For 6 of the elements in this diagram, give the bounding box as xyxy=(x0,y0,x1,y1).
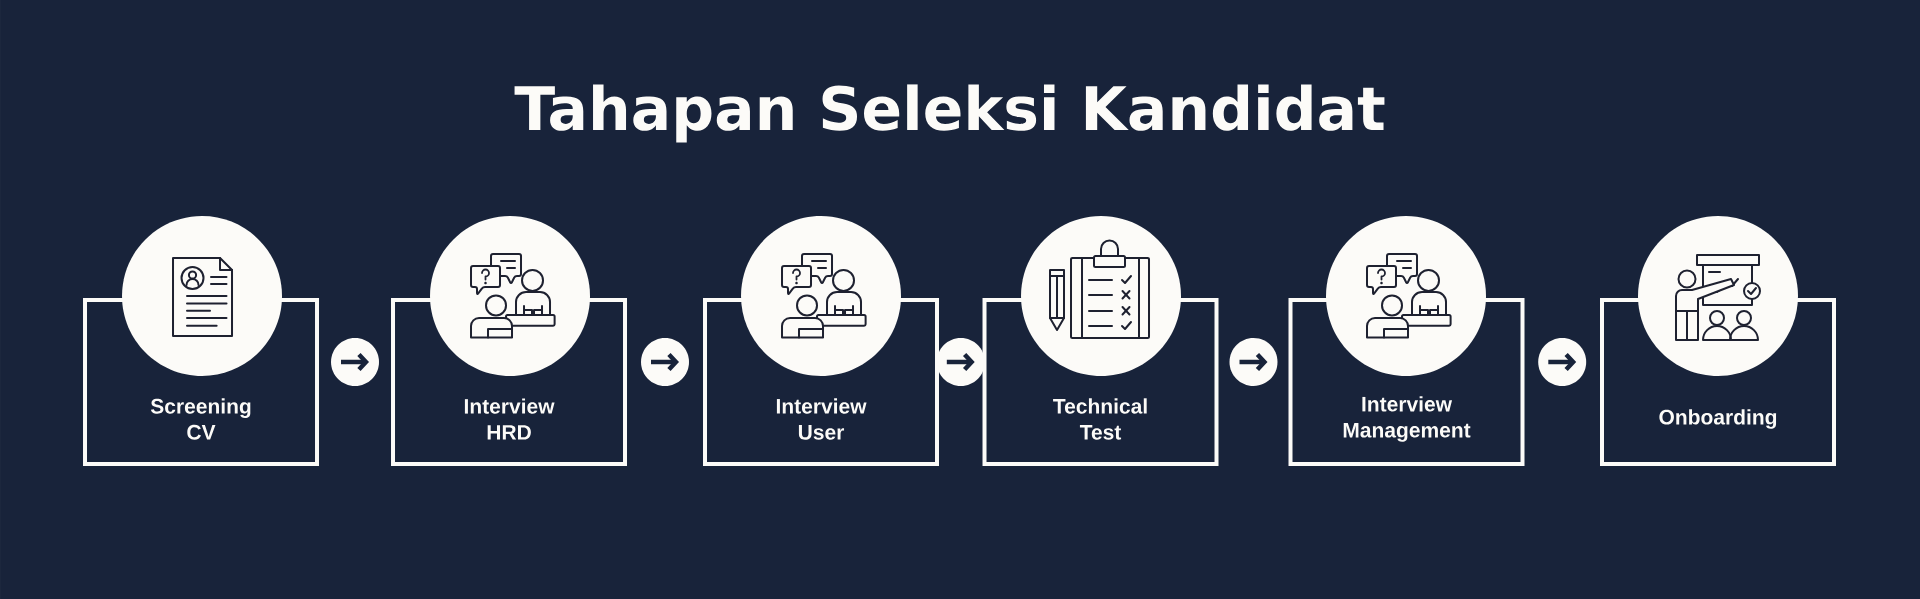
arrow xyxy=(1229,338,1278,386)
arrow xyxy=(936,338,985,386)
arrow xyxy=(1538,338,1587,386)
arrow xyxy=(641,338,689,386)
title: Tahapan Seleksi Kandidat xyxy=(514,84,1385,143)
arrow xyxy=(331,338,379,386)
